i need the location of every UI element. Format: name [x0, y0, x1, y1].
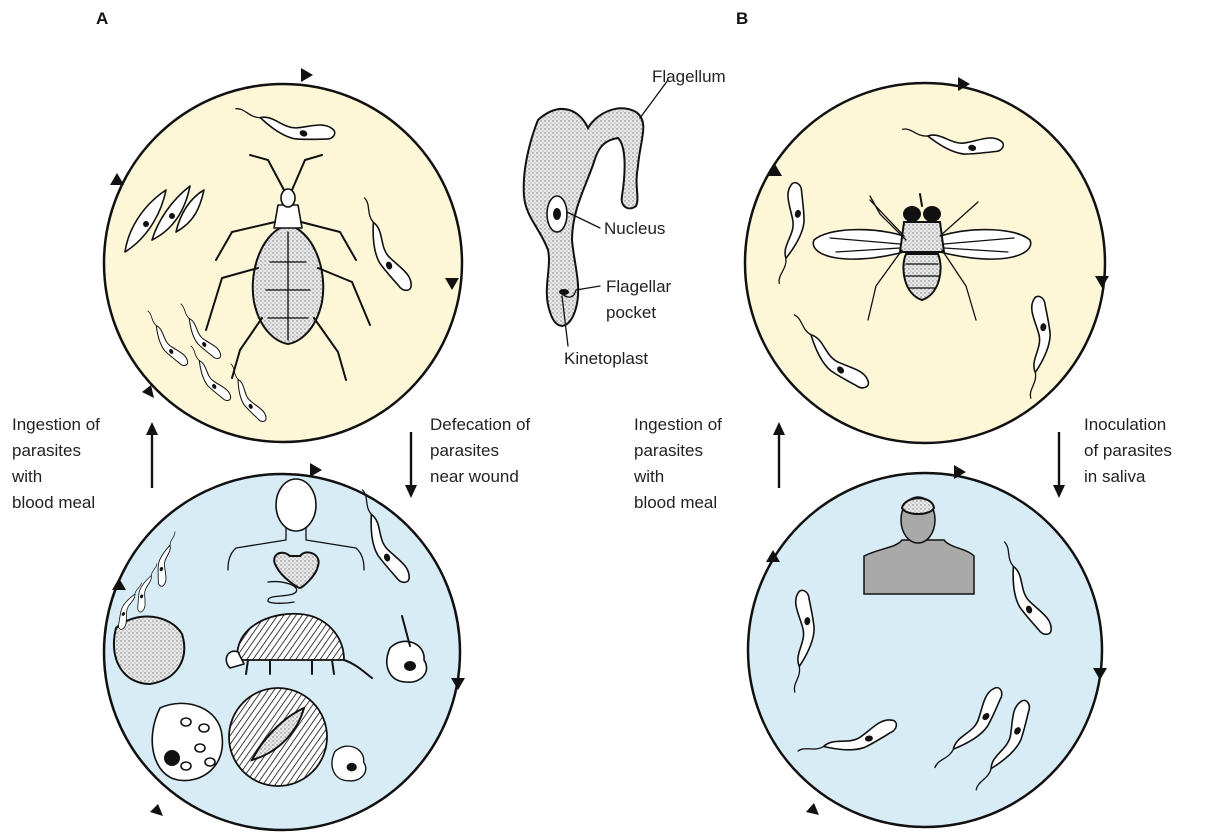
panel-b-inoculation-label: Inoculation of parasites in saliva: [1084, 415, 1177, 486]
panel-a-defecation-label: Defecation of parasites near wound: [430, 415, 535, 486]
flagellar-pocket-label: Flagellar pocket: [606, 277, 676, 322]
intracellular-amastigote-icon: [332, 746, 366, 781]
infected-muscle-tissue-icon: [229, 688, 327, 786]
panel-b-host-cycle: [748, 465, 1107, 827]
panel-a-letter: A: [96, 9, 108, 28]
panel-b-letter: B: [736, 9, 748, 28]
panel-a-host-cycle: [104, 463, 465, 830]
panel-b-ingestion-label: Ingestion of parasites with blood meal: [633, 415, 727, 512]
nucleus-label: Nucleus: [604, 219, 665, 238]
panel-b-vector-cycle: [745, 77, 1109, 443]
panel-b-inoculation-arrow: [1053, 432, 1065, 498]
kinetoplast-label: Kinetoplast: [564, 349, 648, 368]
panel-a-defecation-arrow: [405, 432, 417, 498]
panel-a-ingestion-label: Ingestion of parasites with blood meal: [11, 415, 105, 512]
amastigote-nest-cell-icon: [152, 703, 222, 780]
panel-a-vector-cycle: [104, 68, 462, 442]
panel-b-ingestion-arrow: [773, 422, 785, 488]
flagellum-label: Flagellum: [652, 67, 726, 86]
panel-a-ingestion-arrow: [146, 422, 158, 488]
